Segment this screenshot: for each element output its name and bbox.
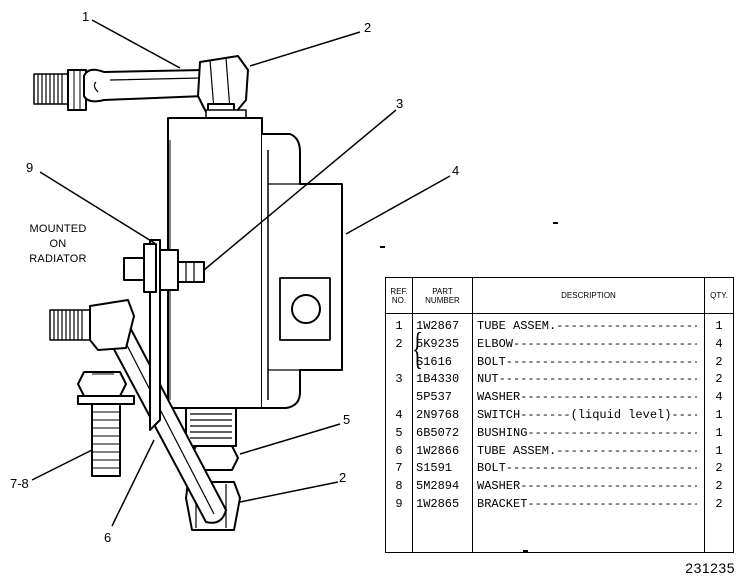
ref-no-cell: 4 <box>395 407 403 422</box>
header-part-number: PART NUMBER <box>425 286 460 305</box>
mounted-on-radiator-label: MOUNTED ON RADIATOR <box>29 223 87 265</box>
description-cell: TUBE ASSEM.----------------------- <box>477 443 697 458</box>
quantity-cell: 2 <box>715 372 723 387</box>
callout-3: 3 <box>396 96 404 111</box>
part-number-cell: 1W2867 <box>416 319 460 333</box>
description-cell: WASHER---------------------------- <box>477 479 697 494</box>
print-speck <box>553 222 558 224</box>
header-ref-no: REF. NO. <box>390 286 408 305</box>
part-number-cell: S1591 <box>416 461 453 476</box>
part-number-cell: 5K9235 <box>416 336 460 351</box>
part-number-cell: 5M2894 <box>416 479 460 494</box>
table-row: 6 1W2866 TUBE ASSEM.----------------------… <box>386 443 733 461</box>
table-row: 2 5K9235 ELBOW----------------------------… <box>386 336 733 354</box>
ref-no-cell: 3 <box>395 372 403 387</box>
quantity-cell: 2 <box>715 496 723 511</box>
quantity-cell: 4 <box>715 390 723 405</box>
lower-left-fitting <box>49 299 135 351</box>
description-cell: SWITCH-------(liquid level)------ <box>477 407 697 422</box>
ref-no-cell: 1 <box>395 319 403 333</box>
ref-no-cell: 7 <box>395 461 403 476</box>
callout-1: 1 <box>82 9 90 24</box>
part-number-cell: S1616 <box>416 354 453 369</box>
bushing <box>185 407 239 471</box>
callout-7-8: 7-8 <box>10 476 29 491</box>
description-cell: WASHER---------------------------- <box>477 390 697 405</box>
bolt-nut-washer <box>123 249 205 291</box>
table-row: 5 6B5072 BUSHING--------------------------… <box>386 425 733 443</box>
callout-6: 6 <box>104 530 112 545</box>
table-row: 3 1B4330 NUT------------------------------… <box>386 371 733 389</box>
table-row: 1 1W2867 TUBE ASSEM.----------------------… <box>386 318 733 336</box>
table-row: 5P537 WASHER---------------------------- 4 <box>386 389 733 407</box>
part-number-cell: 5P537 <box>416 390 453 405</box>
quantity-cell: 1 <box>715 443 723 458</box>
quantity-cell: 1 <box>715 425 723 440</box>
quantity-cell: 1 <box>715 319 723 333</box>
top-left-fitting <box>33 69 87 111</box>
quantity-cell: 4 <box>715 336 723 351</box>
table-row: 9 1W2865 BRACKET--------------------------… <box>386 496 733 514</box>
description-cell: TUBE ASSEM.--------------------------- <box>477 319 697 333</box>
table-row: 4 2N9768 SWITCH-------(liquid level)------… <box>386 407 733 425</box>
ref-no-cell: 9 <box>395 496 403 511</box>
ref-no-cell: 5 <box>395 425 403 440</box>
switch-body <box>167 109 343 409</box>
callout-9: 9 <box>26 160 34 175</box>
tube-assem-top <box>83 68 205 103</box>
leader-lines <box>31 19 451 527</box>
print-speck <box>523 550 528 552</box>
description-cell: BRACKET--------------------------- <box>477 496 697 511</box>
ref-no-cell: 8 <box>395 479 403 494</box>
parts-list-table: REF. NO. PART NUMBER DESCRIPTION QTY. { … <box>385 277 735 576</box>
quantity-cell: 1 <box>715 407 723 422</box>
description-cell: ELBOW----------------------------- <box>477 336 697 351</box>
part-number-cell: 6B5072 <box>416 425 460 440</box>
table-row: 7 S1591 BOLT------------------------------… <box>386 460 733 478</box>
part-number-cell: 1W2865 <box>416 496 460 511</box>
header-qty: QTY. <box>710 291 728 300</box>
table-row: 8 5M2894 WASHER---------------------------… <box>386 478 733 496</box>
part-number-cell: 1B4330 <box>416 372 460 387</box>
callout-5: 5 <box>343 412 351 427</box>
callout-2-top: 2 <box>364 20 372 35</box>
header-description: DESCRIPTION <box>561 291 616 300</box>
part-number-cell: 2N9768 <box>416 407 460 422</box>
description-cell: BUSHING--------------------------- <box>477 425 697 440</box>
table-row: S1616 BOLT-------------------------------… <box>386 354 733 372</box>
drawing-number: 231235 <box>685 560 735 576</box>
quantity-cell: 2 <box>715 479 723 494</box>
group-brace: { <box>412 324 423 373</box>
quantity-cell: 2 <box>715 354 723 369</box>
quantity-cell: 2 <box>715 461 723 476</box>
callout-2-bottom: 2 <box>339 470 347 485</box>
ref-no-cell: 6 <box>395 443 403 458</box>
print-speck <box>380 246 385 248</box>
bracket <box>143 239 161 431</box>
description-cell: BOLT------------------------------- <box>477 461 697 476</box>
description-cell: NUT-------------------------------- <box>477 372 697 387</box>
part-number-cell: 1W2866 <box>416 443 460 458</box>
description-cell: BOLT------------------------------- <box>477 354 697 369</box>
callout-4: 4 <box>452 163 460 178</box>
ref-no-cell: 2 <box>395 336 403 351</box>
bolt-with-washer <box>77 371 135 477</box>
